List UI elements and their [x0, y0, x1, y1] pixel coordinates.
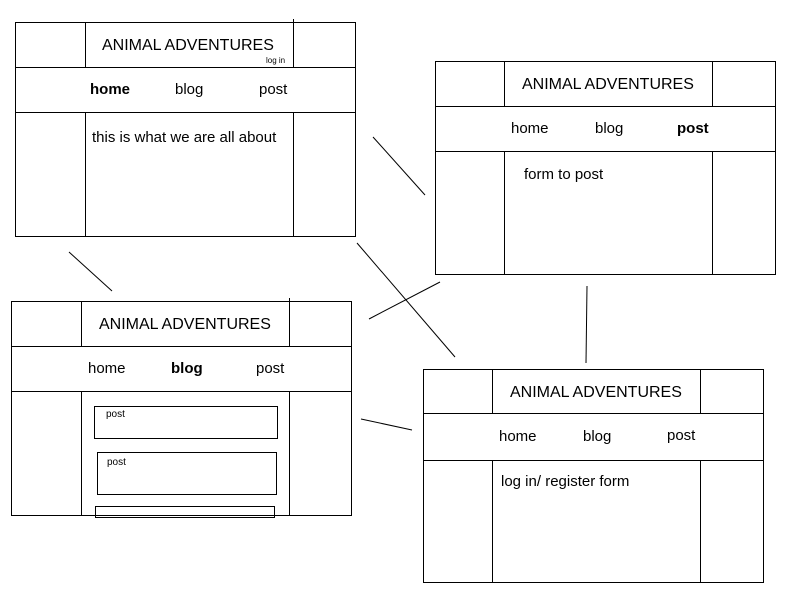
wireframe-home: ANIMAL ADVENTURES log in home blog post … [15, 19, 356, 237]
site-title: ANIMAL ADVENTURES [102, 37, 274, 54]
blog-post-card[interactable]: post [94, 406, 278, 439]
left-column-divider [81, 302, 82, 346]
login-link[interactable]: log in [266, 56, 286, 65]
wireframe-post: ANIMAL ADVENTURES home blog post form to… [435, 61, 776, 275]
left-column-divider [85, 23, 86, 67]
body-left-divider [504, 151, 505, 275]
nav-blog[interactable]: blog [595, 120, 624, 137]
login-register-form-placeholder: log in/ register form [501, 473, 630, 490]
wireframe-login: ANIMAL ADVENTURES home blog post log in/… [423, 369, 764, 583]
nav-post[interactable]: post [667, 427, 696, 444]
connector-blog-to-post [368, 281, 441, 320]
blog-post-card[interactable]: post [97, 452, 277, 495]
nav-post[interactable]: post [256, 360, 285, 377]
nav-post-active[interactable]: post [677, 120, 709, 137]
nav-home[interactable]: home [499, 428, 537, 445]
right-column-divider [289, 298, 290, 346]
body-right-divider [700, 460, 701, 583]
header-divider [436, 106, 775, 107]
connector-home-to-post [372, 136, 426, 196]
connector-post-to-login [585, 285, 588, 364]
nav-blog[interactable]: blog [583, 428, 612, 445]
body-left-divider [85, 112, 86, 237]
site-title: ANIMAL ADVENTURES [99, 316, 271, 333]
nav-home-active[interactable]: home [90, 81, 131, 98]
blog-post-label: post [107, 457, 126, 468]
nav-post[interactable]: post [259, 81, 288, 98]
nav-blog-active[interactable]: blog [171, 360, 203, 377]
site-title: ANIMAL ADVENTURES [522, 76, 694, 93]
nav-divider [436, 151, 775, 152]
body-right-divider [712, 151, 713, 275]
body-left-divider [492, 460, 493, 583]
post-form-placeholder: form to post [524, 166, 604, 183]
blog-post-card-partial[interactable] [95, 506, 275, 518]
connector-blog-to-login [360, 418, 413, 431]
site-title: ANIMAL ADVENTURES [510, 384, 682, 401]
connector-home-to-blog [68, 251, 113, 292]
body-right-divider [289, 391, 290, 516]
wireframe-blog: ANIMAL ADVENTURES home blog post post po… [11, 298, 352, 518]
nav-blog[interactable]: blog [175, 81, 204, 98]
nav-home[interactable]: home [511, 120, 549, 137]
header-divider [16, 67, 355, 68]
about-text: this is what we are all about [92, 129, 277, 146]
nav-divider [424, 460, 763, 461]
left-column-divider [492, 370, 493, 413]
right-column-divider [700, 370, 701, 413]
header-divider [12, 346, 351, 347]
nav-home[interactable]: home [88, 360, 126, 377]
body-left-divider [81, 391, 82, 516]
nav-divider [16, 112, 355, 113]
right-column-divider [712, 62, 713, 106]
blog-post-label: post [106, 409, 125, 420]
nav-divider [12, 391, 351, 392]
left-column-divider [504, 62, 505, 106]
body-right-divider [293, 112, 294, 237]
header-divider [424, 413, 763, 414]
right-column-divider [293, 19, 294, 67]
